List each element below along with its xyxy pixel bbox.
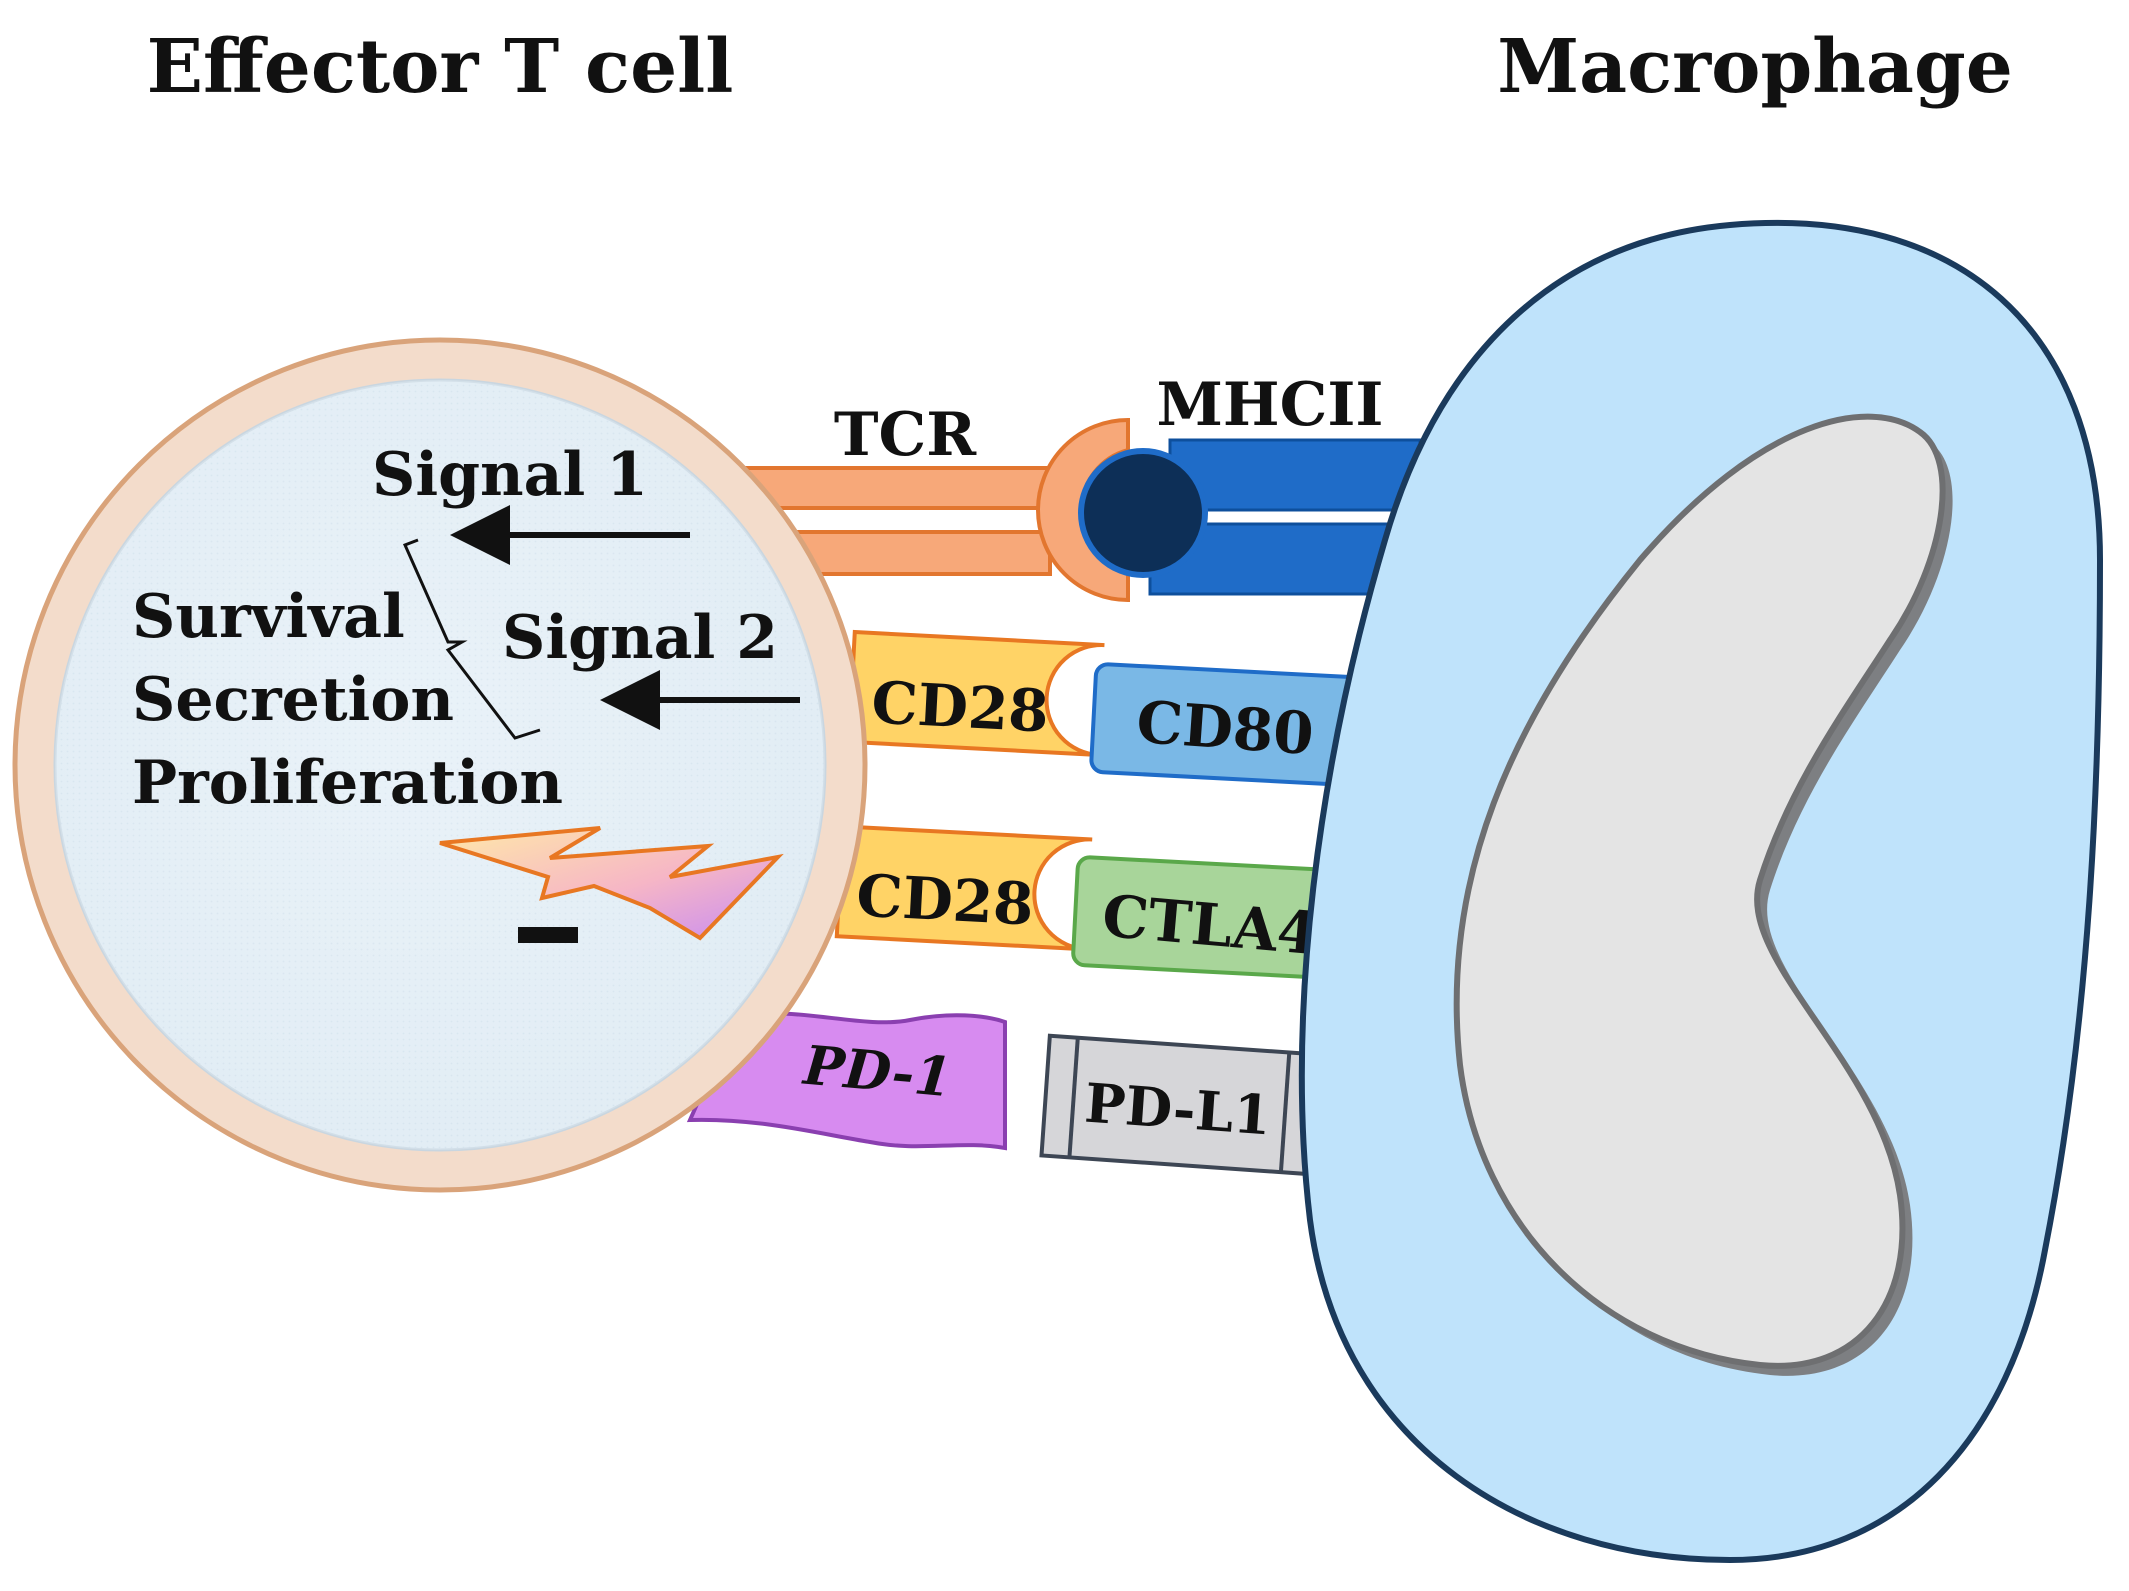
macrophage-nucleus bbox=[1453, 413, 1946, 1369]
t-cell-title: Effector T cell bbox=[147, 24, 734, 110]
signal-1-label: Signal 1 bbox=[372, 440, 648, 510]
peptide-antigen bbox=[1078, 448, 1208, 578]
outcome-proliferation: Proliferation bbox=[132, 748, 563, 818]
pd1-receptor bbox=[686, 1011, 1007, 1151]
mhcii-label: MHCII bbox=[1157, 370, 1384, 440]
outcome-survival: Survival bbox=[132, 582, 405, 652]
inhibition-bolt-icon bbox=[439, 826, 784, 941]
tcr-label: TCR bbox=[834, 400, 977, 470]
signal-2-label: Signal 2 bbox=[502, 603, 778, 673]
cd28-bottom-label: CD28 bbox=[855, 861, 1035, 938]
effector-t-cell bbox=[12, 337, 868, 1193]
cd80-label: CD80 bbox=[1134, 688, 1315, 768]
cd28-top-label: CD28 bbox=[870, 668, 1050, 745]
signal-bracket bbox=[402, 538, 541, 740]
inhibition-minus-icon bbox=[518, 927, 578, 943]
pdl1-label: PD-L1 bbox=[1083, 1071, 1273, 1148]
macrophage-title: Macrophage bbox=[1497, 24, 2013, 110]
macrophage-cell bbox=[1298, 219, 2104, 1564]
cd28-ctla4-pair bbox=[834, 824, 1380, 982]
outcome-secretion: Secretion bbox=[132, 665, 454, 735]
pd1-label: PD-1 bbox=[799, 1032, 954, 1109]
cd28-cd80-pair bbox=[846, 629, 1398, 789]
